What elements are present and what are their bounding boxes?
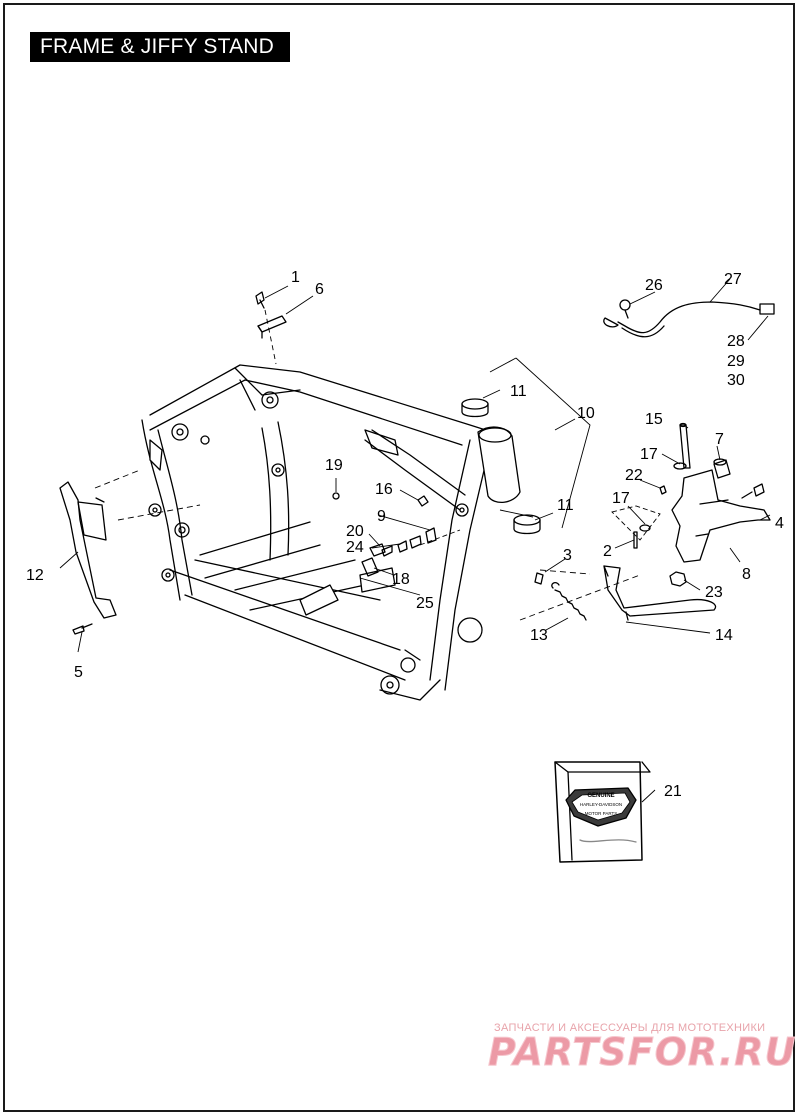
box-logo-line1: GENUINE	[587, 793, 614, 799]
part-1-bolt	[255, 291, 265, 309]
callout-22: 22	[625, 467, 643, 484]
callout-3: 3	[563, 547, 572, 564]
callout-18: 18	[392, 571, 410, 588]
part-27-sensor-cable	[603, 301, 775, 338]
leader-lines	[59, 278, 771, 803]
callout-8: 8	[742, 566, 751, 583]
part-11-bearing-cups	[461, 398, 541, 535]
part-17-washer-b	[639, 524, 651, 532]
part-8-stand-bracket	[671, 469, 771, 563]
part-13-spring	[551, 582, 587, 621]
callout-27: 27	[724, 271, 742, 288]
callout-25: 25	[416, 595, 434, 612]
callout-6: 6	[315, 281, 324, 298]
part-14-jiffy-stand	[603, 565, 717, 621]
page-border	[3, 3, 795, 1112]
callout-12: 12	[26, 567, 44, 584]
callout-11-bottom: 11	[557, 497, 574, 514]
box-logo-line3: MOTOR PARTS	[585, 811, 618, 816]
callout-17-top: 17	[640, 446, 658, 463]
callout-14: 14	[715, 627, 733, 644]
callout-labels: 1 2 3 4 5 6 7 8 9 10 11 11 12 13 14 15 1…	[26, 269, 784, 800]
part-23-nut	[669, 571, 687, 587]
callout-28: 28	[727, 333, 745, 350]
callout-10: 10	[577, 405, 595, 422]
part-26-screw	[619, 299, 631, 319]
part-18-pad	[361, 543, 386, 577]
callout-9: 9	[377, 508, 386, 525]
part-17-washer-a	[673, 462, 687, 470]
part-21-parts-box	[554, 761, 651, 863]
callout-4: 4	[775, 515, 784, 532]
callout-23: 23	[705, 584, 723, 601]
part-5-bolt	[72, 623, 93, 635]
watermark-logo: PARTSFOR.RU	[487, 1030, 797, 1075]
callout-11-top: 11	[510, 383, 527, 400]
part-22-screw	[659, 485, 667, 495]
watermark-tagline: ЗАПЧАСТИ И АКСЕССУАРЫ ДЛЯ МОТОТЕХНИКИ	[494, 1022, 766, 1034]
callout-15: 15	[645, 411, 663, 428]
callout-13: 13	[530, 627, 548, 644]
callout-16: 16	[375, 481, 393, 498]
part-6-clip	[257, 315, 287, 339]
callout-29: 29	[727, 353, 745, 370]
frame-assembly	[141, 364, 521, 701]
part-15-pin	[679, 422, 691, 469]
part-2-bolt	[633, 531, 638, 549]
callout-7: 7	[715, 431, 724, 448]
part-3-pin	[534, 572, 544, 585]
callout-24: 24	[346, 539, 364, 556]
part-9-20-24-hardware	[381, 527, 437, 557]
callout-1: 1	[291, 269, 300, 286]
callout-17-bottom: 17	[612, 490, 630, 507]
callout-5: 5	[74, 664, 83, 681]
box-logo-text: GENUINE HARLEY-DAVIDSON MOTOR PARTS	[580, 793, 622, 816]
part-7-bushing	[713, 458, 731, 479]
part-4-bolt	[741, 483, 765, 499]
callout-19: 19	[325, 457, 343, 474]
box-logo-line2: HARLEY-DAVIDSON	[580, 802, 622, 807]
callout-30: 30	[727, 372, 745, 389]
callout-21: 21	[664, 783, 682, 800]
callout-20: 20	[346, 523, 364, 540]
part-19-plug	[332, 492, 340, 500]
part-12-bracket	[59, 481, 117, 619]
part-16-dowel	[417, 495, 429, 507]
callout-26: 26	[645, 277, 663, 294]
page-title: FRAME & JIFFY STAND	[30, 32, 291, 62]
callout-2: 2	[603, 543, 612, 560]
